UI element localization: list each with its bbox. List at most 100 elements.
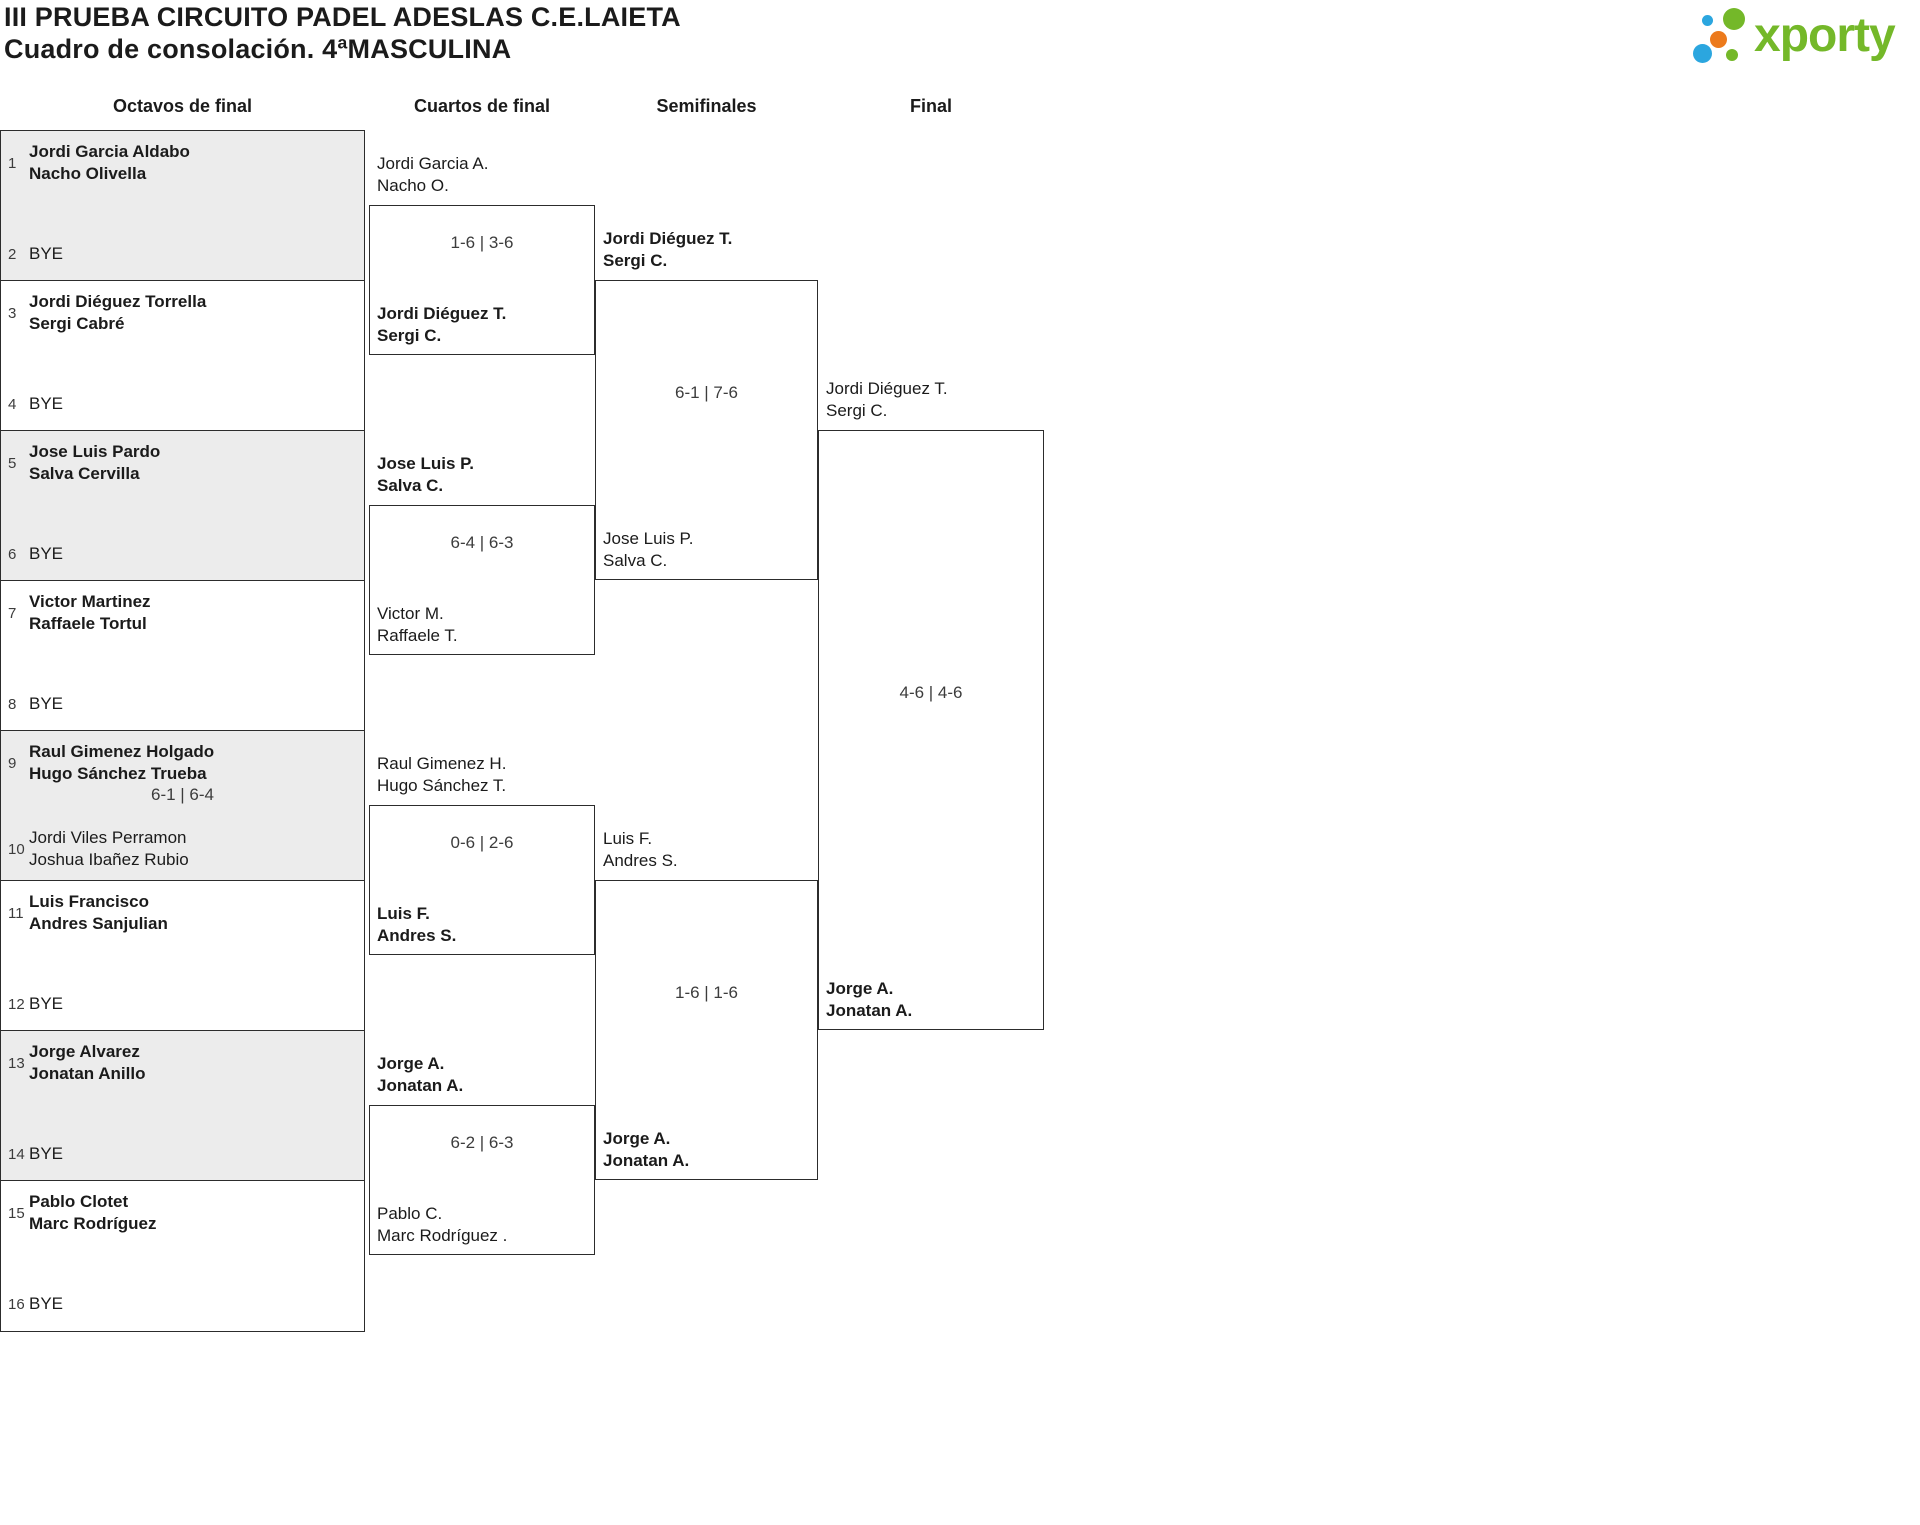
advancing-team-cuartos-3: Jose Luis P. Salva C. <box>377 453 474 497</box>
octavos-match-box-1: 1 Jordi Garcia Aldabo Nacho Olivella 2 B… <box>1 131 364 281</box>
bye-slot-12: 12 BYE <box>8 993 63 1015</box>
cuartos-match-box-4 <box>369 1105 595 1255</box>
team-name: Sergi C. <box>377 326 442 345</box>
team-name: Sergi C. <box>603 251 668 270</box>
round-header-octavos: Octavos de final <box>112 96 253 116</box>
player-name: Raffaele Tortul <box>29 614 147 633</box>
octavos-match-box-7: 13 Jorge Alvarez Jonatan Anillo 14 BYE <box>1 1031 364 1181</box>
team-name: Pablo C. <box>377 1204 443 1223</box>
team-name: Victor M. <box>377 604 444 623</box>
slot-number: 14 <box>8 1145 25 1163</box>
logo-dot-blue-small <box>1702 15 1713 26</box>
team-name: Jonatan A. <box>826 1001 913 1020</box>
xporty-logo[interactable]: xporty <box>1686 2 1916 72</box>
octavos-match-box-2: 3 Jordi Diéguez Torrella Sergi Cabré 4 B… <box>1 281 364 431</box>
slot-number: 13 <box>8 1054 25 1072</box>
team-name: Jordi Diéguez T. <box>826 379 948 398</box>
bye-slot-2: 2 BYE <box>8 243 63 265</box>
player-name: Jose Luis Pardo <box>29 442 161 461</box>
bye-slot-6: 6 BYE <box>8 543 63 565</box>
player-name: Jordi Viles Perramon <box>29 828 187 847</box>
bye-slot-8: 8 BYE <box>8 693 63 715</box>
octavos-match-box-3: 5 Jose Luis Pardo Salva Cervilla 6 BYE <box>1 431 364 581</box>
team-slot-9: 9 Raul Gimenez Holgado Hugo Sánchez True… <box>8 741 214 785</box>
player-name: Nacho Olivella <box>29 164 147 183</box>
advancing-team-cuartos-5: Raul Gimenez H. Hugo Sánchez T. <box>377 753 506 797</box>
team-name: Jonatan A. <box>377 1076 464 1095</box>
semifinal-match-box-2 <box>595 880 818 1180</box>
team-name: Jordi Diéguez T. <box>603 229 733 248</box>
bye-slot-14: 14 BYE <box>8 1143 63 1165</box>
advancing-team-semis-4: Jorge A. Jonatan A. <box>603 1128 689 1172</box>
match-score-semis-2: 1-6 | 1-6 <box>674 983 738 1002</box>
team-name: Marc Rodríguez . <box>377 1226 508 1245</box>
team-slot-7: 7 Victor Martinez Raffaele Tortul <box>8 591 151 635</box>
slot-number: 5 <box>8 454 17 472</box>
match-score-cuartos-1: 1-6 | 3-6 <box>450 233 514 252</box>
slot-number: 4 <box>8 395 17 413</box>
advancing-team-semis-2: Jose Luis P. Salva C. <box>603 528 693 572</box>
team-name: Jose Luis P. <box>603 529 694 548</box>
bye-label: BYE <box>29 544 64 563</box>
slot-number: 9 <box>8 754 17 772</box>
slot-number: 11 <box>8 904 24 922</box>
bye-slot-4: 4 BYE <box>8 393 63 415</box>
cuartos-match-box-3 <box>369 805 595 955</box>
team-name: Nacho O. <box>377 176 449 195</box>
team-slot-15: 15 Pablo Clotet Marc Rodríguez <box>8 1191 157 1235</box>
page-subtitle: Cuadro de consolación. 4ªMASCULINA <box>4 34 512 64</box>
bye-slot-16: 16 BYE <box>8 1293 63 1315</box>
player-name: Jorge Alvarez <box>29 1042 140 1061</box>
team-name: Luis F. <box>603 829 653 848</box>
logo-dot-orange <box>1710 31 1727 48</box>
team-name: Jorge A. <box>377 1054 445 1073</box>
team-slot-5: 5 Jose Luis Pardo Salva Cervilla <box>8 441 160 485</box>
team-name: Raul Gimenez H. <box>377 754 507 773</box>
match-score-final: 4-6 | 4-6 <box>899 683 963 702</box>
team-name: Jordi Garcia A. <box>377 154 489 173</box>
match-score-cuartos-2: 6-4 | 6-3 <box>450 533 514 552</box>
bye-label: BYE <box>29 694 64 713</box>
advancing-team-cuartos-7: Jorge A. Jonatan A. <box>377 1053 463 1097</box>
logo-dot-green-small <box>1726 49 1738 61</box>
team-slot-13: 13 Jorge Alvarez Jonatan Anillo <box>8 1041 146 1085</box>
octavos-match-box-5: 9 Raul Gimenez Holgado Hugo Sánchez True… <box>1 731 364 881</box>
round-header-cuartos: Cuartos de final <box>413 96 551 116</box>
player-name: Pablo Clotet <box>29 1192 129 1211</box>
logo-dot-green-large <box>1723 8 1745 30</box>
advancing-team-cuartos-8: Pablo C. Marc Rodríguez . <box>377 1203 507 1247</box>
advancing-team-semis-3: Luis F. Andres S. <box>603 828 678 872</box>
logo-text: xporty <box>1754 9 1896 62</box>
team-name: Salva C. <box>603 551 668 570</box>
bye-label: BYE <box>29 1144 64 1163</box>
player-name: Marc Rodríguez <box>29 1214 157 1233</box>
slot-number: 6 <box>8 545 17 563</box>
advancing-team-final-1: Jordi Diéguez T. Sergi C. <box>826 378 948 422</box>
player-name: Victor Martinez <box>29 592 151 611</box>
advancing-team-cuartos-4: Victor M. Raffaele T. <box>377 603 458 647</box>
slot-number: 12 <box>8 995 25 1013</box>
team-slot-10: 10 Jordi Viles Perramon Joshua Ibañez Ru… <box>8 827 189 871</box>
slot-number: 2 <box>8 245 17 263</box>
bye-label: BYE <box>29 244 64 263</box>
team-name: Jose Luis P. <box>377 454 475 473</box>
cuartos-match-box-2 <box>369 505 595 655</box>
slot-number: 8 <box>8 695 17 713</box>
player-name: Joshua Ibañez Rubio <box>29 850 189 869</box>
player-name: Sergi Cabré <box>29 314 125 333</box>
team-name: Salva C. <box>377 476 444 495</box>
player-name: Jonatan Anillo <box>29 1064 146 1083</box>
octavos-column: 1 Jordi Garcia Aldabo Nacho Olivella 2 B… <box>0 130 365 1332</box>
team-name: Jonatan A. <box>603 1151 690 1170</box>
round-header-semifinales: Semifinales <box>656 96 757 116</box>
semifinal-match-box-1 <box>595 280 818 580</box>
team-slot-3: 3 Jordi Diéguez Torrella Sergi Cabré <box>8 291 206 335</box>
final-match-box <box>818 430 1044 1030</box>
bye-label: BYE <box>29 994 64 1013</box>
player-name: Jordi Diéguez Torrella <box>29 292 207 311</box>
slot-number: 16 <box>8 1295 25 1313</box>
slot-number: 1 <box>8 154 17 172</box>
player-name: Jordi Garcia Aldabo <box>29 142 190 161</box>
player-name: Salva Cervilla <box>29 464 140 483</box>
